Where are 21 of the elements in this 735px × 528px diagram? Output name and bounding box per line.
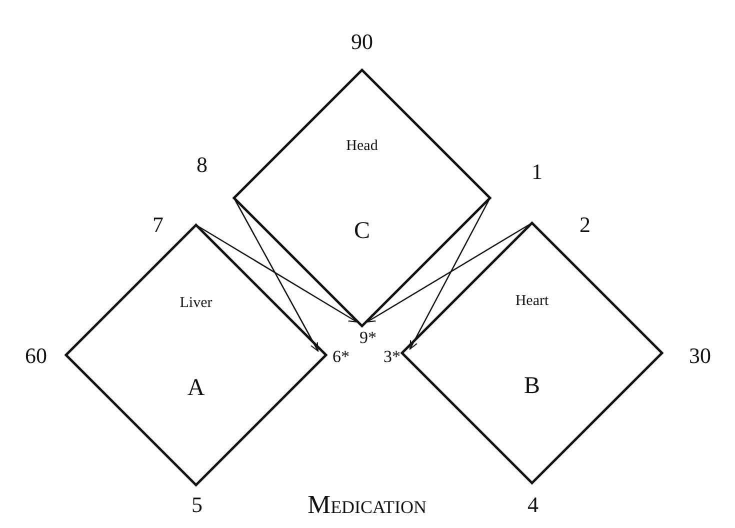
corner-number: 2	[580, 212, 590, 238]
corner-number: 90	[351, 29, 373, 55]
caption: Medication	[307, 490, 427, 520]
arrow	[409, 198, 491, 350]
organ-label: Heart	[514, 293, 550, 310]
corner-number: 9*	[360, 328, 376, 348]
corner-number: 60	[25, 343, 47, 369]
corner-number: 1	[532, 159, 542, 185]
corner-number: 6*	[332, 347, 350, 367]
corner-number: 7	[152, 212, 164, 238]
corner-number: 5	[192, 492, 202, 518]
letter-label: C	[352, 218, 371, 245]
diamond-shape	[234, 70, 490, 326]
corner-number: 3*	[384, 347, 400, 367]
organ-label: Liver	[178, 295, 214, 312]
letter-label: B	[522, 373, 541, 400]
corner-number: 4	[528, 492, 538, 518]
corner-number: 30	[689, 343, 711, 369]
letter-label: A	[186, 375, 206, 402]
corner-number: 8	[196, 152, 208, 178]
organ-label: Head	[345, 138, 379, 155]
